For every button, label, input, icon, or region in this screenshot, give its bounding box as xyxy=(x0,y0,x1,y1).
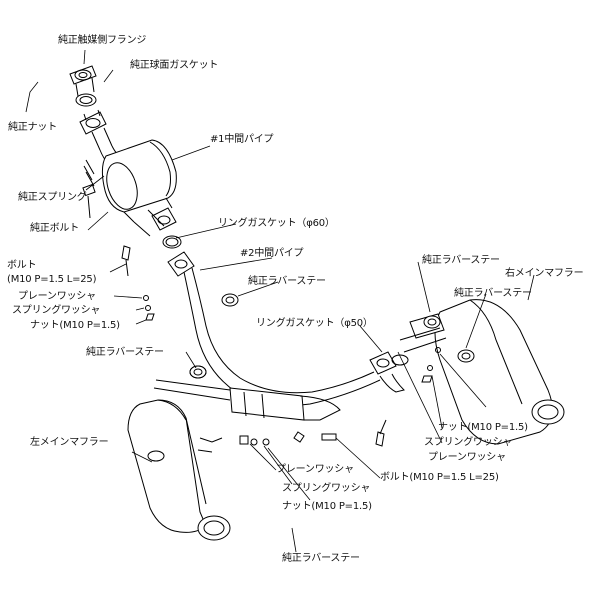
label-pipe1: #1中間パイプ xyxy=(210,134,274,145)
left-main-muffler xyxy=(127,399,231,541)
pipe1-flange xyxy=(79,109,107,135)
pipe2 xyxy=(153,251,405,421)
catalyst-flange xyxy=(69,65,97,97)
label-rubber-stay-center: 純正ラバーステー xyxy=(248,276,326,287)
label-nut-right: ナット(M10 P=1.5) xyxy=(438,422,528,433)
label-ball-gasket: 純正球面ガスケット xyxy=(130,60,219,71)
label-bolt-bottom: ボルト(M10 P=1.5 L=25) xyxy=(380,472,499,483)
label-bolt-left: ボルト xyxy=(7,260,37,271)
label-plain-washer-right: プレーンワッシャ xyxy=(428,452,506,463)
label-spring: 純正スプリング xyxy=(18,192,87,203)
label-spring-washer-right: スプリングワッシャ xyxy=(424,437,513,448)
label-bolt-left-spec: (M10 P=1.5 L=25) xyxy=(7,274,97,285)
label-rubber-stay-bottom: 純正ラバーステー xyxy=(282,553,360,564)
label-left-muffler: 左メインマフラー xyxy=(30,437,109,448)
label-rubber-stay-right: 純正ラバーステー xyxy=(454,288,532,299)
label-ring-gasket-50: リングガスケット（φ50） xyxy=(256,318,373,329)
rubber-stay-left xyxy=(189,365,207,379)
label-right-muffler: 右メインマフラー xyxy=(505,268,584,279)
left-bolt-stack xyxy=(121,245,155,321)
label-spring-washer-left: スプリングワッシャ xyxy=(12,305,101,316)
ball-gasket xyxy=(75,93,97,107)
label-rubber-stay-right-top: 純正ラバーステー xyxy=(422,255,500,266)
rubber-stay-right xyxy=(423,315,475,363)
label-ring-gasket-60: リングガスケット（φ60） xyxy=(218,218,335,229)
label-bolt: 純正ボルト xyxy=(30,223,79,234)
label-pipe2: #2中間パイプ xyxy=(240,248,304,259)
spring-bolt-stack xyxy=(82,159,96,219)
pipe1 xyxy=(91,127,177,237)
label-nut-left: ナット(M10 P=1.5) xyxy=(30,320,120,331)
bottom-bolt-stack xyxy=(239,431,337,446)
label-nut-bottom: ナット(M10 P=1.5) xyxy=(282,501,372,512)
label-nut: 純正ナット xyxy=(8,122,57,133)
label-cat-flange: 純正触媒側フランジ xyxy=(58,35,147,46)
label-plain-washer-bottom: プレーンワッシャ xyxy=(276,464,354,475)
label-plain-washer-left: プレーンワッシャ xyxy=(18,291,96,302)
label-spring-washer-bottom: スプリングワッシャ xyxy=(282,483,371,494)
label-rubber-stay-left: 純正ラバーステー xyxy=(86,347,164,358)
leader-lines xyxy=(25,49,535,553)
right-bolt-stack xyxy=(375,347,441,447)
ring-gasket-60 xyxy=(151,207,182,249)
